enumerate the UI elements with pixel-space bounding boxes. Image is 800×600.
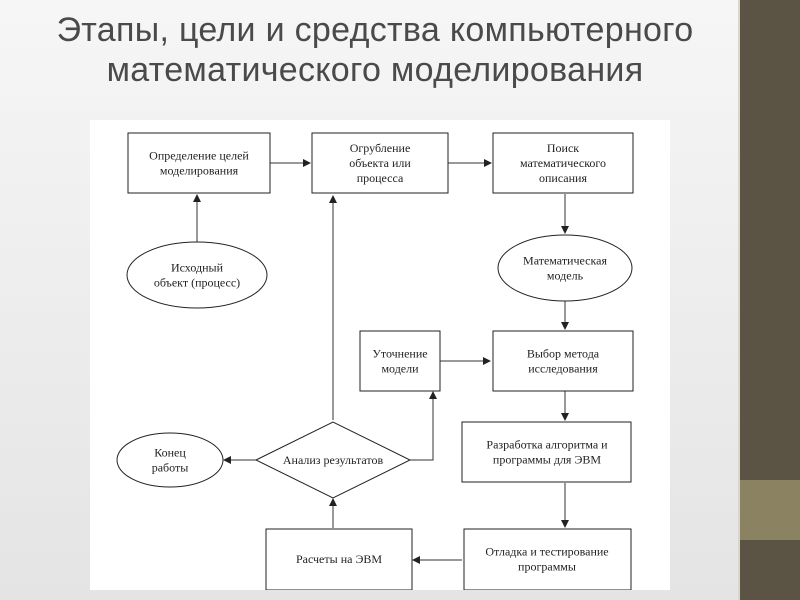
title-area: Этапы, цели и средства компьютерного мат…	[20, 10, 730, 130]
node-coarsen	[311, 132, 449, 194]
label-line: процесса	[357, 171, 404, 185]
label-line: Определение целей	[149, 149, 249, 163]
label-line: математического	[520, 156, 606, 170]
label-line: Выбор метода	[527, 347, 600, 361]
label-line: исследования	[528, 362, 598, 376]
connectors	[193, 159, 569, 564]
node-analysis	[254, 421, 412, 499]
node-debug	[463, 528, 632, 590]
node-end	[116, 432, 224, 488]
label-line: Поиск	[547, 141, 579, 155]
slide-title: Этапы, цели и средства компьютерного мат…	[56, 11, 694, 89]
label-line: программы для ЭВМ	[493, 453, 601, 467]
node-compute	[265, 528, 413, 590]
label-line: объект (процесс)	[154, 276, 240, 290]
label-line: Огрубление	[350, 141, 411, 155]
node-mathmodel	[497, 234, 633, 302]
shapes	[116, 132, 634, 590]
label-line: моделирования	[160, 164, 239, 178]
node-source	[126, 241, 268, 309]
label-line: модели	[381, 362, 419, 376]
label-line: объекта или	[349, 156, 411, 170]
node-search	[492, 132, 634, 194]
label-line: Математическая	[523, 254, 607, 268]
label-line: Отладка и тестирование	[485, 545, 608, 559]
side-decoration-accent	[740, 480, 800, 540]
label-line: Уточнение	[372, 347, 427, 361]
label-line: Конец	[154, 446, 186, 460]
label-line: Исходный	[171, 261, 224, 275]
arrow-analysis-to-refine	[410, 391, 437, 461]
node-algorithm	[461, 421, 632, 483]
label-line: программы	[518, 560, 576, 574]
node-refine	[359, 330, 441, 392]
label-compute: Расчеты на ЭВМ	[296, 552, 382, 566]
label-line: модель	[547, 269, 584, 283]
label-line: работы	[152, 461, 189, 475]
label-line: Анализ результатов	[283, 453, 384, 467]
label-analysis: Анализ результатов	[283, 453, 384, 467]
label-line: описания	[539, 171, 587, 185]
node-goal	[127, 132, 271, 194]
node-method	[492, 330, 634, 392]
label-line: Расчеты на ЭВМ	[296, 552, 382, 566]
side-divider	[738, 0, 740, 600]
label-line: Разработка алгоритма и	[486, 438, 608, 452]
